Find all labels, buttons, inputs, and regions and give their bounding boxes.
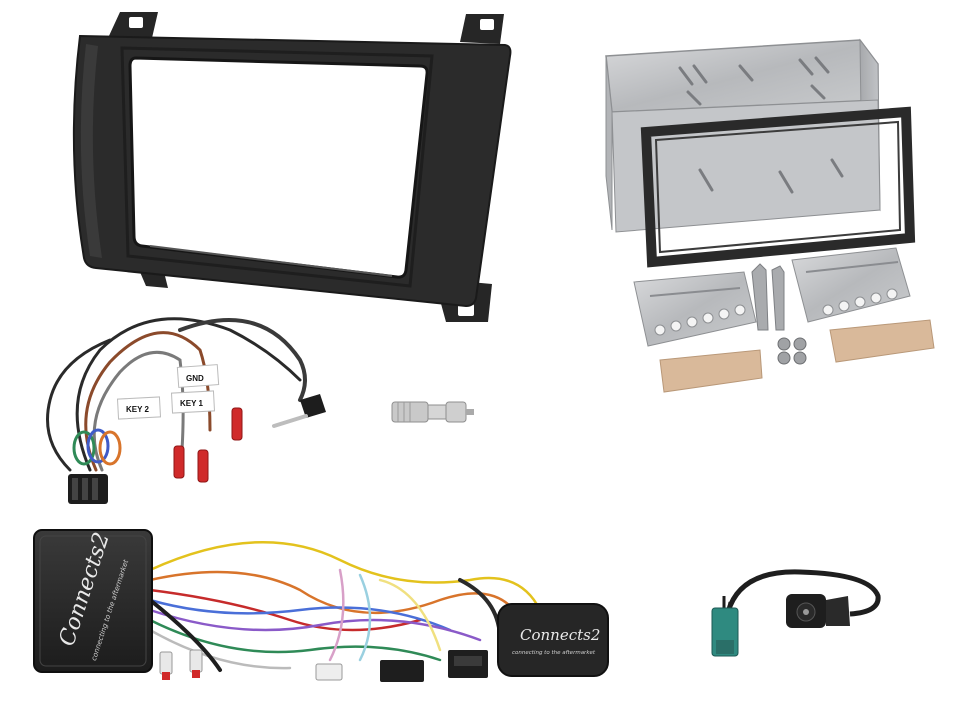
antenna-adapter	[391, 401, 474, 423]
svg-text:GND: GND	[186, 374, 204, 383]
gnd-tag: GND	[176, 364, 220, 388]
din-cage-kit	[605, 38, 935, 393]
brand-logo-small: Connects2	[520, 626, 600, 644]
fakra-antenna-lead	[711, 569, 881, 657]
svg-text:KEY 2: KEY 2	[126, 405, 150, 414]
steering-interface: Connects2 connecting to the aftermarket …	[33, 529, 609, 682]
svg-text:KEY 1: KEY 1	[180, 399, 204, 408]
key-2-tag: KEY 2	[116, 396, 162, 420]
double-din-fascia	[72, 12, 512, 322]
brand-tagline-small: connecting to the aftermarket	[512, 650, 596, 656]
patch-lead: GND KEY 1 KEY 2	[46, 317, 326, 504]
key-1-tag: KEY 1	[170, 390, 216, 414]
